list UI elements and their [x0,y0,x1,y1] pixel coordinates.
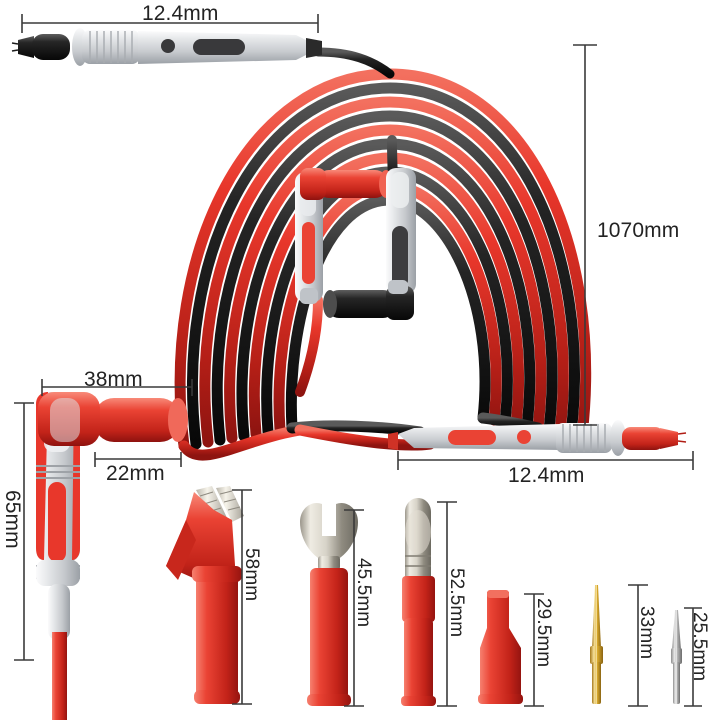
dim-line-banana-tip-length [437,501,457,707]
dim-line-banana-plug-height [14,402,34,661]
dim-line-banana-plug-width [41,379,193,396]
gold-needle-probe [590,585,603,704]
insulating-cap [478,590,523,704]
dim-line-probe-top-length [21,14,319,33]
dim-label-alligator-clip-length: 58mm [241,548,262,602]
top-test-probe [11,28,322,66]
dim-label-banana-tip-length: 52.5mm [446,568,467,638]
dim-label-cable-length: 1070mm [597,219,680,242]
spade-fork-lug [300,502,358,706]
dim-line-gold-needle-length [628,584,648,707]
dim-label-banana-plug-sleeve: 22mm [106,462,165,485]
dim-label-probe-bottom-length: 12.4mm [508,464,585,487]
dim-line-probe-bottom-length [397,451,694,470]
dim-line-spade-lug-length [344,509,364,707]
dim-label-gold-needle-length: 33mm [636,606,657,660]
straight-banana-plug [401,498,436,706]
dim-line-insulating-cap-length [524,593,544,707]
dim-line-cable-length [573,44,597,426]
dim-line-alligator-clip-length [232,489,252,705]
dim-label-steel-needle-length: 25.5mm [689,612,710,682]
right-angle-banana-plug [36,392,188,720]
dim-line-banana-plug-sleeve [94,452,182,467]
steel-needle-probe [671,610,682,704]
dim-label-insulating-cap-length: 29.5mm [533,598,554,668]
alligator-clip [166,486,244,704]
centre-plug-black [323,168,416,320]
dim-label-banana-plug-height: 65mm [1,490,24,549]
bottom-test-probe [388,420,687,456]
dim-label-probe-top-length: 12.4mm [142,2,219,25]
dim-line-steel-needle-length [684,607,702,707]
dim-label-spade-lug-length: 45.5mm [353,558,374,628]
dimension-lines [14,14,702,707]
dim-label-banana-plug-width: 38mm [84,368,143,391]
